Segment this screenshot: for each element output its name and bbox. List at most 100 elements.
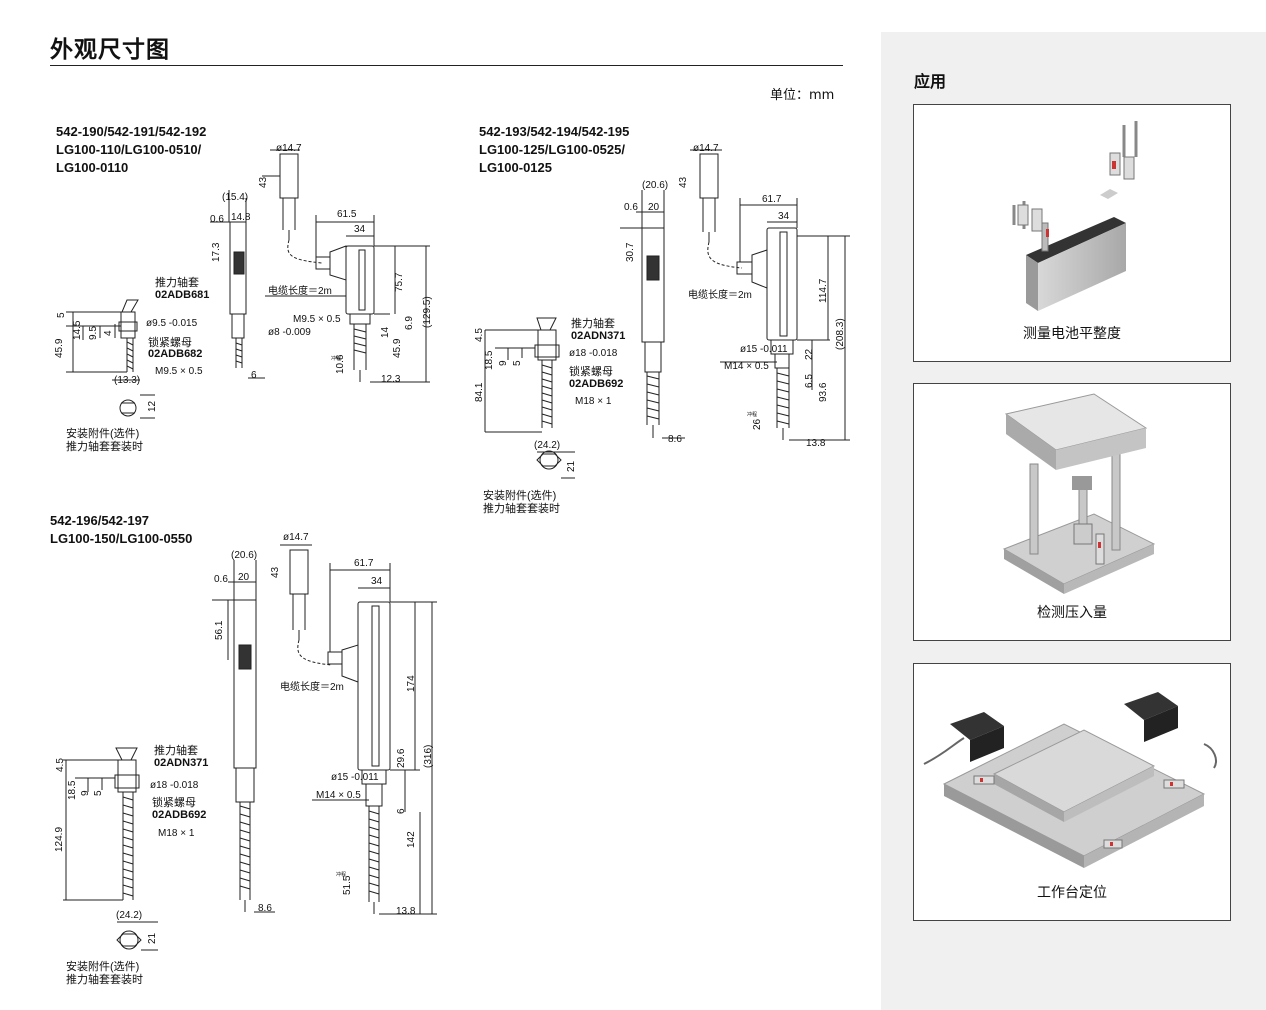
dim-label: ø9.5 -0.015 <box>146 318 198 329</box>
dim-label: 12.3 <box>381 374 401 385</box>
application-caption: 检测压入量 <box>1037 605 1107 621</box>
dim-label: 14.5 <box>72 320 83 340</box>
model-label-3: 542-196/542-197 LG100-150/LG100-0550 <box>50 512 192 548</box>
dim-label: 13.8 <box>806 438 826 449</box>
dim-label: 29.6 <box>396 748 407 768</box>
drawing-2 <box>484 149 850 479</box>
dim-label: (20.6) <box>642 180 668 191</box>
accessory-note: 推力轴套套装时 <box>66 439 143 453</box>
dim-label: 5 <box>93 790 104 796</box>
dim-label: 22 <box>804 348 815 360</box>
stroke-label: 冲程 <box>336 871 346 878</box>
title-divider <box>50 65 843 66</box>
bushing-label: 推力轴套 <box>154 743 198 757</box>
dim-label: 13.8 <box>396 906 416 917</box>
application-card-press: 检测压入量 <box>913 383 1231 641</box>
nut-label: 锁紧螺母 <box>148 335 192 349</box>
dim-label: 18.5 <box>484 350 495 370</box>
dim-label: 9.5 <box>88 326 99 340</box>
dim-label: 26 <box>752 418 763 430</box>
dim-label: (13.3) <box>114 375 140 386</box>
drawing-3 <box>63 544 437 951</box>
accessory-note: 推力轴套套装时 <box>483 501 560 515</box>
dim-label: ø14.7 <box>693 143 719 154</box>
dim-label: 56.1 <box>214 620 225 640</box>
model-line: LG100-0125 <box>479 160 552 175</box>
dim-label: 84.1 <box>474 382 485 402</box>
dim-label: M18 × 1 <box>158 828 195 839</box>
dim-label: 5 <box>512 360 523 366</box>
model-line: LG100-125/LG100-0525/ <box>479 142 625 157</box>
dim-label: 6.9 <box>404 316 415 330</box>
stroke-label: 冲程 <box>747 411 757 418</box>
model-line: LG100-0110 <box>56 160 129 175</box>
unit-note: 单位：mm <box>770 88 835 103</box>
stroke-label: 冲程 <box>331 355 341 362</box>
dim-label: 6 <box>251 370 257 381</box>
dim-label: 114.7 <box>818 278 829 303</box>
dim-label: 18.5 <box>67 780 78 800</box>
dim-label: (24.2) <box>116 910 142 921</box>
model-line: 542-196/542-197 <box>50 513 150 528</box>
dim-label: 61.7 <box>354 558 374 569</box>
dim-label: 21 <box>147 932 158 944</box>
page-title: 外观尺寸图 <box>50 37 170 63</box>
dim-label: 17.3 <box>211 242 222 262</box>
application-caption: 工作台定位 <box>1037 885 1107 901</box>
dim-label: 124.9 <box>54 827 65 852</box>
dim-label: 43 <box>678 176 689 188</box>
dim-label: M14 × 0.5 <box>316 790 361 801</box>
dim-label: ø15 -0.011 <box>740 344 788 355</box>
dim-label: (24.2) <box>534 440 560 451</box>
nut-label: 锁紧螺母 <box>569 364 613 378</box>
dim-label: 20 <box>238 572 250 583</box>
drawing-2-labels: ø14.7 43 (20.6) 0.6 20 30.7 61.7 34 114.… <box>474 143 846 515</box>
dim-label: 0.6 <box>214 574 228 585</box>
dim-label: 34 <box>778 211 790 222</box>
dim-label: (316) <box>423 745 434 768</box>
dim-label: (20.6) <box>231 550 257 561</box>
dim-label: ø18 -0.018 <box>569 348 618 359</box>
dim-label: M18 × 1 <box>575 396 612 407</box>
dim-label: 9 <box>80 790 91 796</box>
model-line: LG100-150/LG100-0550 <box>50 531 193 546</box>
dim-label: 21 <box>566 460 577 472</box>
dim-label: 142 <box>406 831 417 848</box>
dim-label: 14 <box>380 326 391 338</box>
dim-label: 4 <box>103 330 114 336</box>
model-label-1: 542-190/542-191/542-192 LG100-110/LG100-… <box>56 123 206 177</box>
accessory-note: 安装附件(选件) <box>66 426 139 440</box>
dim-label: ø8 -0.009 <box>268 327 311 338</box>
dim-label: M9.5 × 0.5 <box>155 366 203 377</box>
application-caption: 测量电池平整度 <box>1023 326 1121 342</box>
dim-label: 61.5 <box>337 209 357 220</box>
nut-label: 锁紧螺母 <box>152 795 196 809</box>
model-line: 542-193/542-194/542-195 <box>479 124 630 139</box>
dim-label: 43 <box>270 566 281 578</box>
dim-label: 75.7 <box>394 272 405 292</box>
dim-label: 9 <box>498 360 509 366</box>
dim-label: 10.6 <box>335 354 346 374</box>
dim-label: 34 <box>354 224 366 235</box>
dim-label: M9.5 × 0.5 <box>293 314 341 325</box>
nut-code: 02ADB692 <box>569 378 623 390</box>
dim-label: ø18 -0.018 <box>150 780 199 791</box>
dim-label: 174 <box>406 675 417 692</box>
dim-label: 20 <box>648 202 660 213</box>
nut-code: 02ADB692 <box>152 809 206 821</box>
model-line: LG100-110/LG100-0510/ <box>56 142 202 157</box>
cable-length-label: 电缆长度＝2m <box>688 288 752 301</box>
accessory-note: 安装附件(选件) <box>483 488 556 502</box>
dim-label: 45.9 <box>54 338 65 358</box>
dim-label: (129.5) <box>422 296 433 328</box>
accessory-note: 安装附件(选件) <box>66 959 139 973</box>
dim-label: 5 <box>56 312 67 318</box>
drawing-1-labels: ø14.7 43 (15.4) 0.6 14.8 17.3 61.5 34 75… <box>54 143 433 453</box>
dim-label: 4.5 <box>474 328 485 342</box>
drawing-3-labels: ø14.7 43 (20.6) 0.6 20 56.1 61.7 34 174 … <box>54 532 434 986</box>
dim-label: (15.4) <box>222 192 248 203</box>
bushing-label: 推力轴套 <box>571 316 615 330</box>
bushing-code: 02ADN371 <box>154 757 208 769</box>
stage-positioning-illustration-icon <box>923 692 1217 868</box>
dim-label: 34 <box>371 576 383 587</box>
